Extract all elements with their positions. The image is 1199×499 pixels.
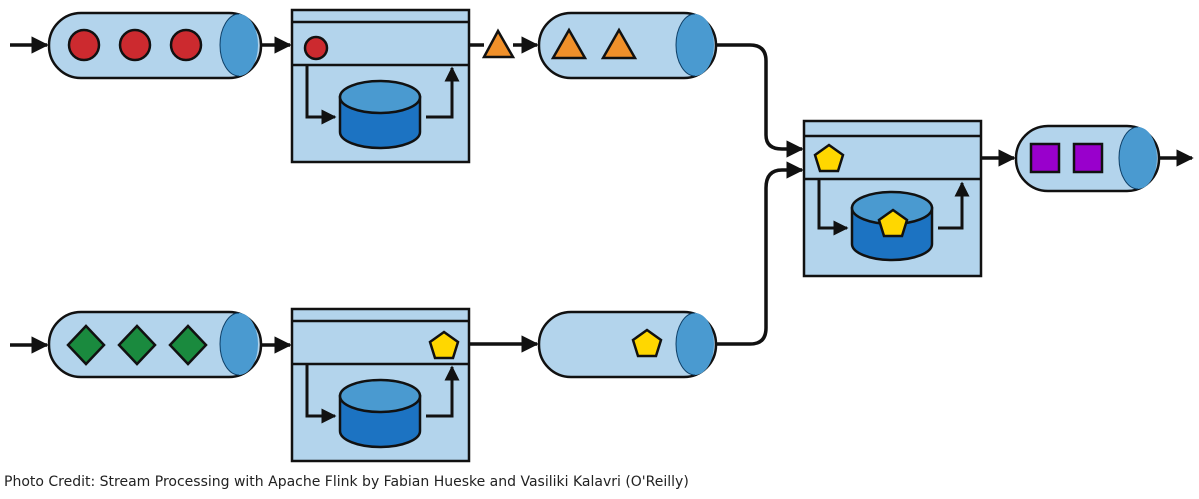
red-circle-icon [118,28,152,62]
green-events [66,324,208,366]
state-cylinder-icon [850,190,934,262]
queue-red-input [47,11,263,80]
purple-events [1029,142,1104,174]
operator-green [290,307,471,463]
yellow-pentagon-icon [631,328,663,358]
red-circle-icon [169,28,203,62]
arrow-orange-queue-to-join [717,43,804,158]
arrow-yellow-queue-to-join [717,161,804,346]
green-diamond-icon [117,324,157,366]
purple-square-icon [1029,142,1061,174]
yellow-pentagon-icon [428,330,460,360]
orange-triangle-icon [600,27,638,60]
state-cylinder-icon [338,378,422,449]
green-diamond-icon [66,324,106,366]
red-events [67,28,203,62]
orange-triangle-icon [481,28,516,59]
stream-processing-diagram [10,8,1194,463]
yellow-pentagon-icon [813,143,845,173]
operator-join [802,119,983,278]
operator-red [290,8,471,164]
state-cylinder-icon [338,79,422,150]
queue-yellow [537,310,718,379]
orange-triangle-icon [550,27,588,60]
red-circle-icon [303,35,329,61]
purple-square-icon [1072,142,1104,174]
green-diamond-icon [168,324,208,366]
photo-credit-caption: Photo Credit: Stream Processing with Apa… [4,474,689,490]
red-circle-icon [67,28,101,62]
yellow-pentagon-icon [877,208,909,238]
orange-events [550,27,638,60]
